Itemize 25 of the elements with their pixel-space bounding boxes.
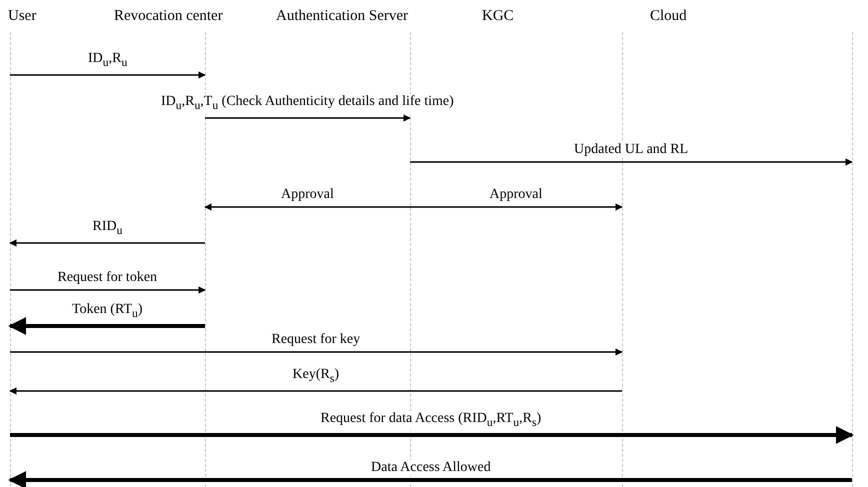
participant-label: Authentication Server — [276, 8, 408, 25]
arrow — [9, 239, 205, 247]
edge-label: ID$_{u}$,R$_{u}$,T$_{u}$ (Check Authenticity details and life time) — [159, 94, 456, 114]
arrow — [204, 203, 410, 211]
arrow — [10, 426, 854, 444]
arrow — [410, 203, 623, 211]
arrow — [9, 387, 622, 395]
arrow — [8, 317, 205, 335]
arrow — [10, 71, 206, 79]
edge-label: Updated UL and RL — [572, 142, 690, 158]
participant-label: User — [8, 8, 36, 25]
edge-label: Data Access Allowed — [369, 460, 493, 476]
edge-label: Approval — [488, 187, 544, 203]
edge-label: Request for data Access (RID$_{u}$,RT$_{u}$,R$_{s}$) — [318, 411, 544, 431]
arrow — [10, 286, 206, 294]
participant-label: Revocation center — [114, 8, 223, 25]
arrow — [205, 114, 411, 122]
edge-label: Approval — [279, 187, 336, 203]
edge-label: Request for token — [56, 270, 160, 286]
participant-label: KGC — [482, 8, 514, 25]
edge-label: Request for key — [270, 332, 362, 348]
arrow — [10, 348, 623, 356]
participant-label: Cloud — [650, 8, 687, 25]
arrow — [8, 471, 852, 487]
arrow — [410, 158, 853, 166]
